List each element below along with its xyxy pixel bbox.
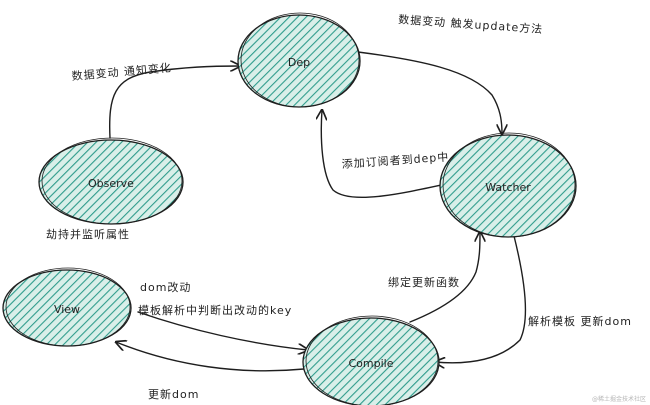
node-label-compile: Compile [349, 357, 394, 370]
label-view-to-compile-line2: 模板解析中判断出改动的key [138, 303, 292, 317]
edge-compile-to-watcher [409, 232, 480, 323]
watermark: @稀土掘金技术社区 [592, 395, 646, 403]
label-compile-to-watcher: 绑定更新函数 [388, 275, 460, 289]
edge-watcher-to-compile [435, 235, 527, 363]
label-observe-caption: 劫持并监听属性 [46, 227, 130, 241]
label-watcher-to-dep: 添加订阅者到dep中 [341, 150, 449, 171]
label-observe-to-dep: 数据变动 通知变化 [71, 60, 172, 83]
node-label-observe: Observe [88, 177, 134, 190]
label-compile-to-view: 更新dom [148, 387, 199, 401]
edge-view-to-compile [137, 311, 308, 350]
node-compile: Compile [302, 315, 440, 405]
edge-dep-to-watcher [357, 51, 502, 134]
node-dep: Dep [237, 12, 361, 108]
label-dep-to-watcher: 数据变动 触发update方法 [398, 12, 544, 36]
node-watcher: Watcher [439, 132, 577, 238]
label-view-to-compile-line1: dom改动 [140, 280, 191, 294]
node-observe: Observe [38, 137, 184, 225]
node-label-watcher: Watcher [485, 181, 531, 194]
label-watcher-to-compile: 解析模板 更新dom [528, 314, 632, 328]
edge-compile-to-view [116, 342, 305, 372]
edge-watcher-to-dep [321, 110, 447, 199]
node-label-view: View [54, 303, 80, 316]
node-view: View [2, 267, 132, 347]
node-label-dep: Dep [288, 56, 310, 69]
edge-observe-to-dep [108, 66, 240, 139]
